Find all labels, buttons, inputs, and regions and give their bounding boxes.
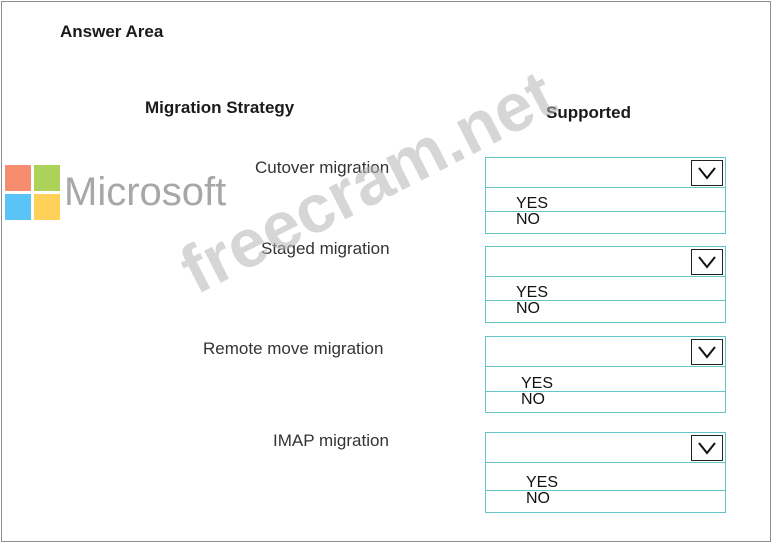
option-yes[interactable]: YES xyxy=(516,195,549,212)
dropdown-select-remote-move[interactable] xyxy=(485,336,726,367)
row-label-cutover: Cutover migration xyxy=(255,158,390,177)
microsoft-logo-text: Microsoft xyxy=(64,170,227,214)
chevron-down-icon[interactable] xyxy=(691,160,723,186)
dropdown-remote-move[interactable]: YES NO xyxy=(485,336,726,413)
row-label-imap: IMAP migration xyxy=(273,431,389,450)
logo-square-blue xyxy=(5,194,31,220)
chevron-down-icon[interactable] xyxy=(691,339,723,365)
row-label-staged: Staged migration xyxy=(261,239,390,258)
dropdown-cutover[interactable]: YES NO xyxy=(485,157,726,234)
option-yes[interactable]: YES xyxy=(521,375,554,392)
dropdown-staged[interactable]: YES NO xyxy=(485,246,726,323)
dropdown-select-staged[interactable] xyxy=(485,246,726,277)
dropdown-options-cutover: YES NO xyxy=(485,188,726,234)
row-label-remote-move: Remote move migration xyxy=(203,339,384,358)
option-no[interactable]: NO xyxy=(516,300,540,317)
dropdown-options-remote-move: YES NO xyxy=(485,367,726,413)
dropdown-options-staged: YES NO xyxy=(485,277,726,323)
supported-header: Supported xyxy=(546,103,631,122)
dropdown-options-imap: YES NO xyxy=(485,463,726,513)
dropdown-imap[interactable]: YES NO xyxy=(485,432,726,513)
answer-area-heading: Answer Area xyxy=(60,22,164,41)
option-yes[interactable]: YES xyxy=(526,474,559,491)
chevron-down-icon[interactable] xyxy=(691,249,723,275)
logo-square-red xyxy=(5,165,31,191)
option-no[interactable]: NO xyxy=(526,490,550,507)
logo-square-yellow xyxy=(34,194,60,220)
microsoft-logo-icon xyxy=(5,165,61,221)
option-yes[interactable]: YES xyxy=(516,284,549,301)
migration-strategy-header: Migration Strategy xyxy=(145,98,295,117)
option-no[interactable]: NO xyxy=(516,211,540,228)
dropdown-select-imap[interactable] xyxy=(485,432,726,463)
option-no[interactable]: NO xyxy=(521,391,545,408)
chevron-down-icon[interactable] xyxy=(691,435,723,461)
dropdown-select-cutover[interactable] xyxy=(485,157,726,188)
logo-square-green xyxy=(34,165,60,191)
